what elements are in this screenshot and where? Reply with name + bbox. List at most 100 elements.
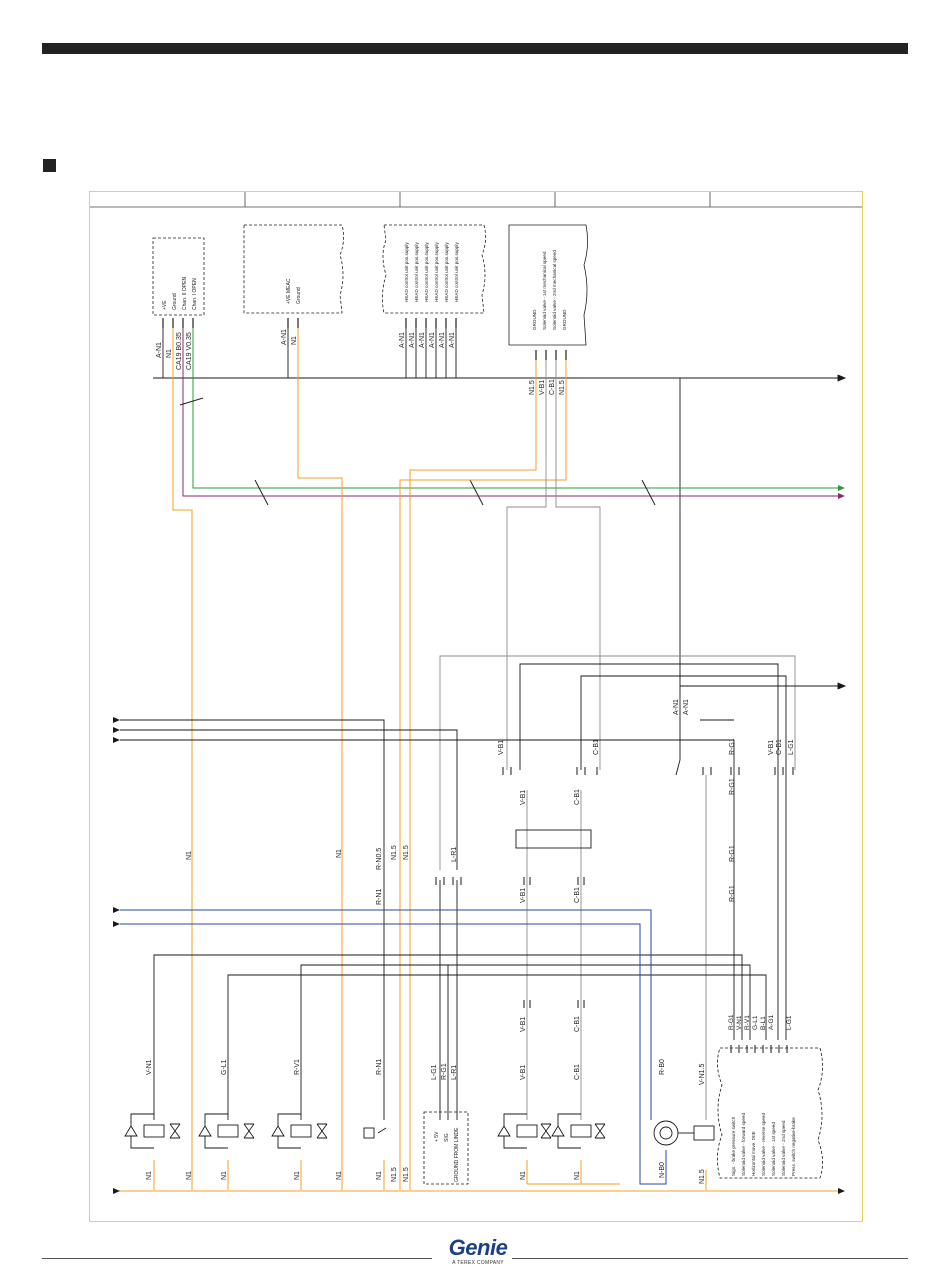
- wire-label: R-N1: [376, 1059, 383, 1075]
- section-bullet: [43, 159, 56, 172]
- wire-label: A-N1: [439, 332, 446, 348]
- wire-label: CA19 B0.35: [176, 332, 183, 370]
- connector-pins: [162, 318, 567, 360]
- wire-label: N1.5: [391, 845, 398, 860]
- ground-arrow-left: [113, 1188, 120, 1194]
- wire-label: A-N1: [409, 332, 416, 348]
- logo-wordmark: Genie: [448, 1235, 508, 1260]
- right-box-label: Press. switch negative-brake: [791, 1117, 796, 1176]
- wire-label: N1: [221, 1171, 228, 1180]
- wire-label: R-G1: [729, 885, 736, 902]
- box3-label: HEAD control unit pos.supply: [424, 242, 429, 302]
- box2-label: Ground: [296, 287, 302, 304]
- mid-connectors: [435, 767, 794, 1053]
- box3-label: HEAD control unit pos.supply: [444, 242, 449, 302]
- can-lines: [179, 328, 845, 506]
- signal-wires-blue: [120, 909, 667, 1185]
- power-bus: [153, 328, 847, 760]
- wire-label: R-G1: [729, 778, 736, 795]
- wire-label: N1: [166, 349, 173, 358]
- wire-label: L-G1: [788, 739, 795, 755]
- wire-label: R-G1: [728, 1014, 735, 1030]
- controller-box-2: [243, 224, 344, 314]
- wire-label: C-B1: [574, 1064, 581, 1080]
- wire-label: N1: [186, 1171, 193, 1180]
- lower-labels: V-B1 C-B1 V-N1 G-L1 R-V1 R-N1 L-G1 R-G1 …: [146, 1016, 706, 1184]
- box3-wire-labels: A-N1 A-N1 A-N1 A-N1 A-N1 A-N1: [399, 332, 456, 348]
- wire-label: N1: [146, 1171, 153, 1180]
- right-wire-labels: R-G1 V-N1 R-V1 G-L1 B-L1 A-G1 L-G1: [728, 1014, 793, 1030]
- box4-label: Solenoid valve - 1st mechanical speed: [542, 251, 547, 330]
- wire-label: N1: [186, 851, 193, 860]
- wire-label: R-B0: [659, 1059, 666, 1075]
- wire-label: A-N1: [673, 699, 680, 715]
- wire-label: R-G1: [441, 1063, 448, 1080]
- frame-header: [90, 192, 862, 208]
- footer-line-right: [512, 1258, 908, 1259]
- solenoid-valves: [124, 1113, 715, 1149]
- box1-label: Ground: [172, 293, 178, 310]
- wire-label: B-L1: [760, 1016, 767, 1030]
- wire-label: N-B0: [659, 1162, 666, 1178]
- wire-label: G-L1: [221, 1059, 228, 1075]
- wire-label: A-N1: [281, 329, 288, 345]
- box3-label: HEAD control unit pos.supply: [414, 242, 419, 302]
- wire-label: A-N1: [683, 699, 690, 715]
- wire-label: V-B1: [520, 888, 527, 903]
- right-box-labels: Sign. - brake pressure switch Solenoid v…: [731, 1112, 796, 1176]
- component-boxes: [152, 224, 486, 316]
- box1-wire-labels: A-N1 N1 CA19 B0.35 CA19 V0.35: [156, 332, 193, 370]
- wire-label: N1.5: [391, 1167, 398, 1182]
- wire-label: N1: [376, 1171, 383, 1180]
- box3-label: HEAD control unit pos.supply: [454, 242, 459, 302]
- wire-label: C-B1: [574, 789, 581, 805]
- right-box-label: Solenoid valve - 2nd speed: [781, 1120, 786, 1176]
- box1-label: Chan. I OPEN: [192, 278, 198, 310]
- ground-box-label: + 5V: [434, 1131, 440, 1142]
- speed-switch-box: [515, 829, 592, 849]
- wire-label: A-N1: [419, 332, 426, 348]
- wire-label: N1.5: [699, 1169, 706, 1184]
- wire-label: N1.5: [559, 380, 566, 395]
- ground-box-label: GROUND FROM LINDE: [454, 1127, 460, 1182]
- wire-label: N1: [574, 1171, 581, 1180]
- wire-label: A-N1: [429, 332, 436, 348]
- wire-label: N1: [336, 849, 343, 858]
- mid-labels: A-N1 A-N1 V-B1 C-B1 R-G1 V-B1 C-B1 L-G1 …: [186, 699, 795, 905]
- left-arrows: [113, 717, 120, 927]
- box1-label: Chan. II OPEN: [182, 277, 188, 310]
- ground-box-label: SIG: [444, 1133, 450, 1142]
- wire-label: V-B1: [520, 1065, 527, 1080]
- box1-label: +VE: [162, 300, 168, 310]
- box3-labels: HEAD control unit pos.supply HEAD contro…: [404, 242, 459, 302]
- wire-label: C-B1: [574, 887, 581, 903]
- wire-label: N1: [520, 1171, 527, 1180]
- right-controller-box: [717, 1047, 823, 1179]
- box4-wire-labels: N1.5 V-B1 C-B1 N1.5: [529, 379, 566, 395]
- logo-subtitle: A TEREX COMPANY: [452, 1260, 504, 1266]
- box4-label: GROUND: [562, 309, 567, 330]
- wire-label: L-R1: [451, 1065, 458, 1080]
- right-box-label: Sign. - brake pressure switch: [731, 1116, 736, 1176]
- footer-line-left: [42, 1258, 432, 1259]
- right-box-label: Solenoid valve - 1st speed: [771, 1122, 776, 1176]
- wire-label: L-G1: [786, 1015, 793, 1030]
- wire-label: V-N1: [146, 1059, 153, 1075]
- ground-from-linde-box: [423, 1111, 469, 1185]
- wire-label: N1: [294, 1171, 301, 1180]
- wire-label: C-B1: [593, 739, 600, 755]
- wire-label: V-B1: [520, 1017, 527, 1032]
- wire-label: C-B1: [574, 1016, 581, 1032]
- right-box-label: Solenoid valve - forward speed: [741, 1112, 746, 1176]
- box4-label: GROUND: [532, 309, 537, 330]
- wire-label: N1.5: [403, 1167, 410, 1182]
- box2-wire-labels: A-N1 N1: [281, 329, 298, 345]
- wire-label: R-N0.5: [376, 848, 383, 870]
- wire-label: A-G1: [768, 1014, 775, 1030]
- wire-label: V-B1: [498, 740, 505, 755]
- wire-label: N1.5: [403, 845, 410, 860]
- wire-label: C-B1: [776, 739, 783, 755]
- wire-label: N1: [336, 1171, 343, 1180]
- box2-label: +VE MEAC: [286, 278, 292, 304]
- wire-label: V-N1: [736, 1015, 743, 1030]
